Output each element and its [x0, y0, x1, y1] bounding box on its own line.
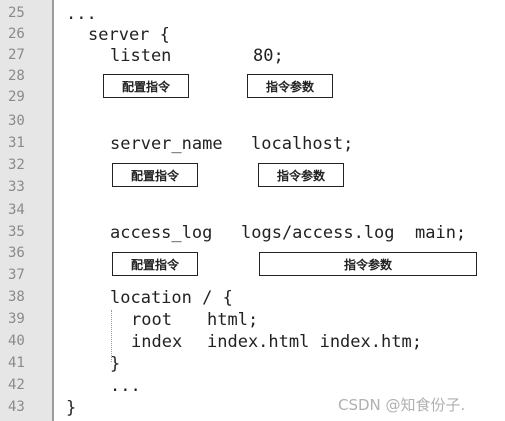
code-directive-listen: listen	[110, 46, 172, 66]
code-param-index: index.html index.htm;	[207, 332, 422, 352]
line-number: 36	[8, 245, 25, 261]
param-annotation-box: 指令参数	[259, 252, 477, 276]
param-annotation-box: 指令参数	[258, 163, 344, 187]
line-number: 38	[8, 289, 25, 305]
code-directive-root: root	[131, 310, 172, 330]
line-number-gutter: 25 26 27 28 29 30 31 32 33 34 35 36 37 3…	[0, 0, 54, 421]
line-number: 43	[8, 399, 25, 415]
line-number: 39	[8, 311, 25, 327]
code-line-location-open: location / {	[110, 288, 233, 308]
line-number: 34	[8, 202, 25, 218]
line-number: 30	[8, 113, 25, 129]
code-param-server-name: localhost;	[251, 134, 354, 154]
code-line-location-close: }	[110, 354, 121, 374]
code-line-ellipsis: ...	[66, 4, 97, 24]
param-annotation-box: 指令参数	[247, 74, 333, 98]
line-number: 41	[8, 355, 25, 371]
code-param-access-log: logs/access.log main;	[241, 223, 467, 243]
line-number: 28	[8, 68, 25, 84]
directive-annotation-box: 配置指令	[103, 74, 189, 98]
code-param-root: html;	[207, 310, 259, 330]
code-directive-index: index	[131, 332, 183, 352]
code-param-listen: 80;	[253, 46, 284, 66]
code-line-server-close: }	[66, 398, 77, 418]
line-number: 32	[8, 157, 25, 173]
line-number: 26	[8, 26, 25, 42]
code-directive-server-name: server_name	[110, 134, 223, 154]
line-number: 40	[8, 333, 25, 349]
indent-guide	[111, 310, 112, 362]
line-number: 35	[8, 224, 25, 240]
line-number: 27	[8, 47, 25, 63]
line-number: 37	[8, 267, 25, 283]
line-number: 25	[8, 5, 25, 21]
line-number: 29	[8, 89, 25, 105]
directive-annotation-box: 配置指令	[112, 252, 198, 276]
code-line-ellipsis: ...	[110, 376, 141, 396]
line-number: 42	[8, 377, 25, 393]
line-number: 33	[8, 179, 25, 195]
code-line-server-open: server {	[88, 25, 170, 45]
directive-annotation-box: 配置指令	[112, 163, 198, 187]
code-directive-access-log: access_log	[110, 223, 213, 243]
line-number: 31	[8, 135, 25, 151]
watermark: CSDN @知食份子.	[338, 396, 466, 414]
